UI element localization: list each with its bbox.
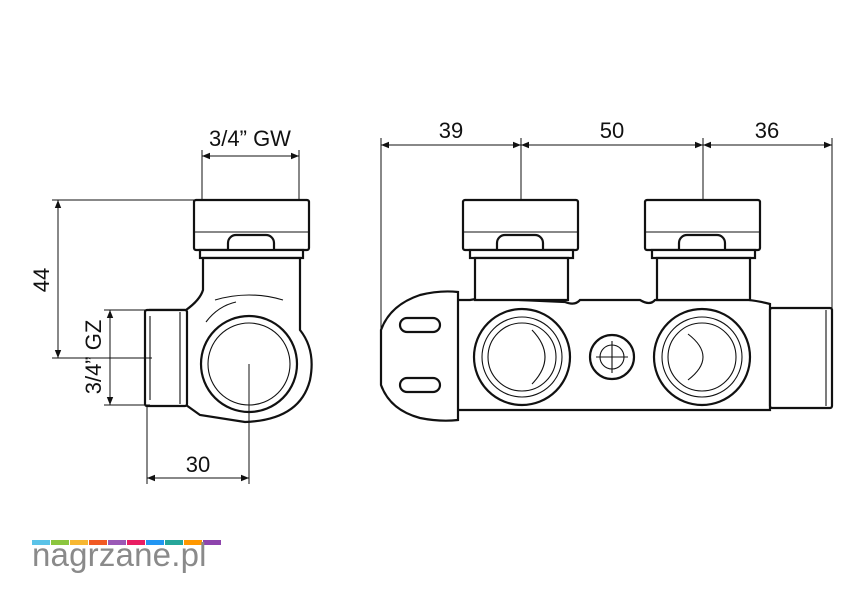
label-left-height: 44 [29,268,54,292]
logo-color-segment [203,540,221,545]
side-view [143,198,313,424]
label-bottom-width: 30 [186,452,210,477]
logo-color-segment [146,540,164,545]
logo-color-segment [184,540,202,545]
label-span-c: 36 [755,118,779,143]
logo-color-segment [51,540,69,545]
label-span-a: 39 [439,118,463,143]
logo-color-segment [165,540,183,545]
label-top-left: 3/4” GW [209,126,291,151]
logo-color-segment [127,540,145,545]
label-span-b: 50 [600,118,624,143]
logo-color-segment [70,540,88,545]
label-left-side: 3/4” GZ [81,320,106,395]
side-view-dimensions [52,150,300,484]
front-view-dimensions [380,138,833,330]
logo-text: nagrzane.pl [32,536,207,573]
logo-color-segment [108,540,126,545]
logo-color-bar [32,540,222,545]
front-view [379,198,834,422]
logo-color-segment [89,540,107,545]
logo-color-segment [32,540,50,545]
